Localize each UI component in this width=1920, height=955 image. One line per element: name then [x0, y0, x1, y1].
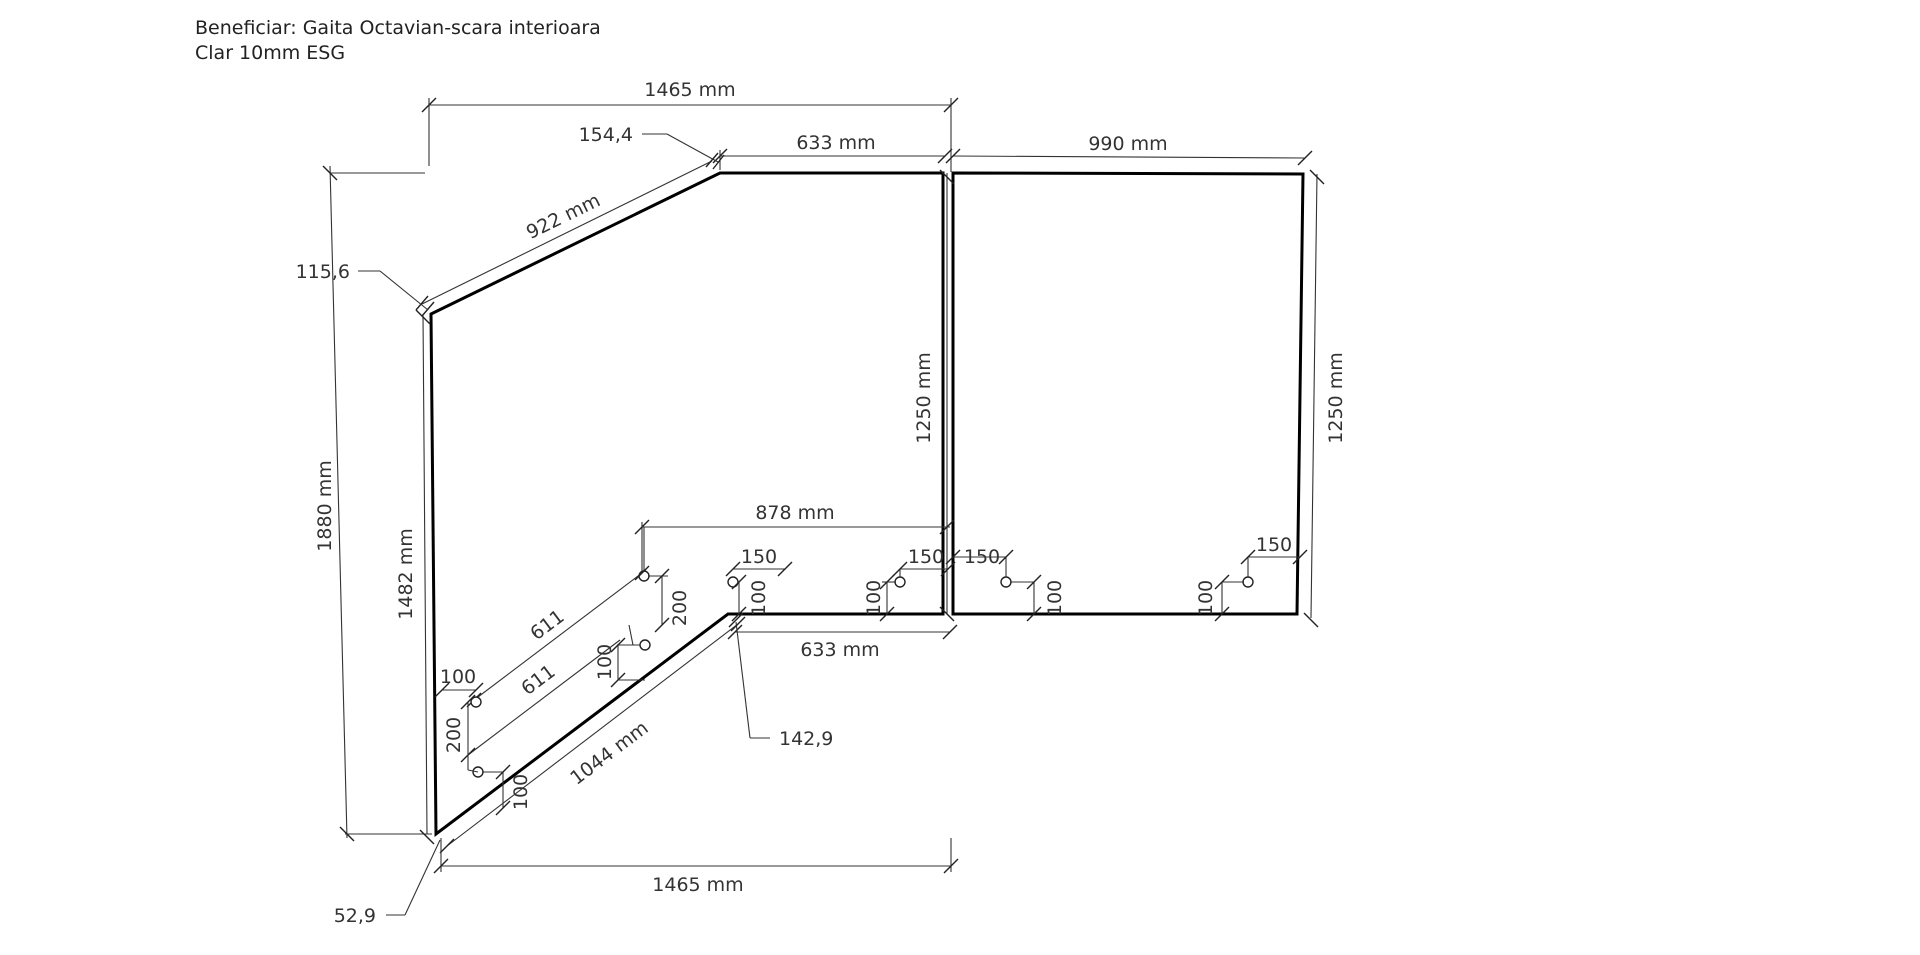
mounting-hole [638, 570, 650, 582]
glass-spec-label: Clar 10mm ESG [195, 42, 346, 64]
height-right-dimension: 1250 mm [1303, 169, 1347, 628]
angle-bottom-left-label: 52,9 [334, 905, 376, 927]
angle-top-callout: 154,4 [579, 124, 725, 170]
hole-slant-upper: 200 [638, 527, 691, 633]
hole-offset-a-label: 150 [741, 546, 777, 568]
angle-bottom-mid-callout: 142,9 [728, 612, 833, 750]
hole-left-panel-right: 150 100 [863, 546, 956, 622]
angle-left-label: 115,6 [296, 261, 350, 283]
mounting-hole [727, 576, 739, 588]
hole-span-dimension: 878 mm [634, 502, 955, 580]
bottom-overall-dimension: 1465 mm [433, 838, 959, 896]
hole-offset-d-label: 150 [1256, 534, 1292, 556]
height-right-label: 1250 mm [1325, 352, 1347, 443]
angle-bottom-left-callout: 52,9 [334, 839, 441, 927]
angle-top-label: 154,4 [579, 124, 633, 146]
top-right-dimension: 990 mm [945, 133, 1313, 166]
hole-slant-corner: 150 100 [725, 546, 793, 622]
angle-left-callout: 115,6 [296, 261, 435, 317]
hole-left-upper: 100 200 [434, 666, 484, 770]
hole-height-f-label: 100 [1195, 580, 1217, 616]
hole-diag-b-label: 611 [517, 661, 559, 700]
hole-diag-a-label: 611 [526, 606, 568, 645]
angle-bottom-mid-label: 142,9 [779, 728, 833, 750]
hole-slant-middle: 100 [594, 624, 651, 688]
slant-bottom-dimension: 1044 mm [439, 616, 746, 854]
right-glass-panel [951, 171, 1305, 616]
hole-right-panel-left: 150 100 [945, 546, 1066, 622]
hole-right-panel-right: 150 100 [1195, 534, 1308, 622]
mounting-hole [470, 696, 482, 708]
left-glass-panel [429, 171, 945, 837]
top-mid-label: 633 mm [796, 132, 875, 154]
top-overall-label: 1465 mm [644, 79, 735, 101]
hole-offset-b-label: 150 [908, 546, 944, 568]
bottom-overall-label: 1465 mm [652, 874, 743, 896]
hole-diagonal-upper: 611 [466, 565, 650, 708]
bottom-mid-dimension: 633 mm [727, 624, 958, 661]
hole-height-c-label: 100 [748, 580, 770, 616]
hole-left-offset-label: 100 [440, 666, 476, 688]
mounting-hole [639, 639, 651, 651]
height-left-label: 1482 mm [395, 528, 417, 619]
height-overall-label: 1880 mm [314, 460, 336, 551]
hole-span-label: 878 mm [755, 502, 834, 524]
mounting-hole [1242, 576, 1254, 588]
hole-vert-a-label: 200 [669, 590, 691, 626]
hole-vert-b-label: 200 [443, 717, 465, 753]
height-mid-dimension: 1250 mm [913, 169, 955, 622]
hole-left-lower: 100 [467, 764, 532, 816]
hole-height-d-label: 100 [863, 580, 885, 616]
hole-offset-c-label: 150 [964, 546, 1000, 568]
top-right-label: 990 mm [1088, 133, 1167, 155]
beneficiary-label: Beneficiar: Gaita Octavian-scara interio… [195, 17, 601, 39]
height-left-dimension: 1482 mm [395, 309, 435, 845]
height-mid-label: 1250 mm [913, 352, 935, 443]
slant-top-dimension: 922 mm [415, 152, 719, 311]
top-overall-dimension: 1465 mm [421, 79, 959, 172]
hole-height-b-label: 100 [594, 644, 616, 680]
mounting-hole [894, 576, 906, 588]
hole-height-a-label: 100 [510, 774, 532, 810]
bottom-mid-label: 633 mm [800, 639, 879, 661]
mounting-hole [1000, 576, 1012, 588]
top-mid-dimension: 633 mm [712, 132, 953, 170]
hole-diagonal-lower: 611 [460, 639, 621, 763]
height-overall-dimension: 1880 mm [314, 165, 432, 842]
hole-height-e-label: 100 [1044, 580, 1066, 616]
